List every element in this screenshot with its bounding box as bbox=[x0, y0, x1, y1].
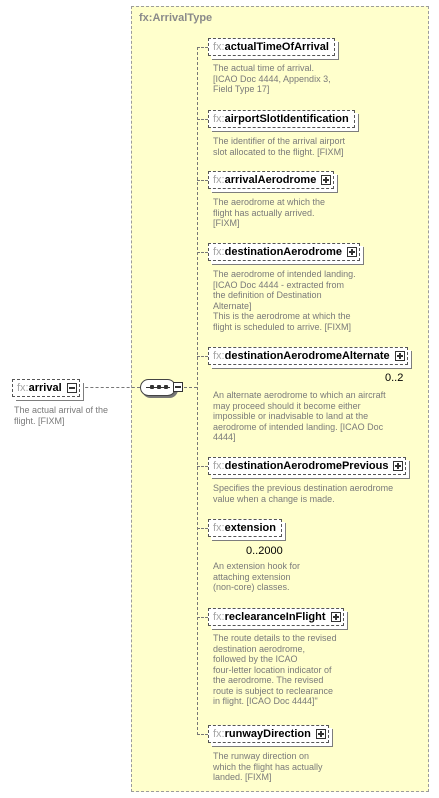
element-reclearance-in-flight[interactable]: fx:reclearanceInFlight bbox=[208, 608, 344, 626]
branch-line bbox=[197, 47, 208, 48]
element-name: arrival bbox=[28, 382, 62, 394]
occurrence-label: 0..2000 bbox=[246, 545, 283, 557]
element-prefix: fx: bbox=[17, 382, 29, 394]
branch-line bbox=[197, 119, 208, 120]
root-connector bbox=[80, 387, 140, 388]
element-documentation: The aerodrome of intended landing. [ICAO… bbox=[213, 269, 356, 332]
expand-icon[interactable] bbox=[321, 175, 332, 185]
element-airport-slot-identification[interactable]: fx:airportSlotIdentification bbox=[208, 110, 355, 128]
element-prefix: fx: bbox=[213, 113, 225, 125]
element-name: extension bbox=[224, 522, 276, 534]
element-documentation: The route details to the revised destina… bbox=[213, 633, 337, 706]
branch-line bbox=[197, 180, 208, 181]
element-prefix: fx: bbox=[213, 460, 225, 472]
occurrence-label: 0..2 bbox=[385, 372, 404, 384]
sequence-compositor-icon bbox=[140, 379, 176, 396]
element-documentation: An alternate aerodrome to which an aircr… bbox=[213, 390, 386, 442]
element-documentation: The runway direction on which the flight… bbox=[213, 751, 323, 782]
element-documentation: An extension hook for attaching extensio… bbox=[213, 561, 301, 592]
element-prefix: fx: bbox=[213, 350, 225, 362]
element-prefix: fx: bbox=[213, 174, 225, 186]
element-destination-aerodrome[interactable]: fx:destinationAerodrome bbox=[208, 243, 360, 261]
expand-icon[interactable] bbox=[330, 612, 341, 622]
element-prefix: fx: bbox=[213, 611, 225, 623]
element-prefix: fx: bbox=[213, 246, 225, 258]
element-documentation: The identifier of the arrival airport sl… bbox=[213, 136, 346, 157]
element-prefix: fx: bbox=[213, 41, 225, 53]
expand-icon[interactable] bbox=[393, 461, 404, 471]
sequence-connector bbox=[184, 387, 197, 388]
element-name: destinationAerodrome bbox=[224, 246, 342, 258]
collapse-icon[interactable] bbox=[66, 383, 77, 393]
element-documentation: The actual time of arrival. [ICAO Doc 44… bbox=[213, 63, 331, 94]
branch-line bbox=[197, 528, 208, 529]
sequence-spine bbox=[197, 47, 198, 735]
element-arrival-aerodrome[interactable]: fx:arrivalAerodrome bbox=[208, 171, 335, 189]
arrival-type-container: fx:ArrivalType bbox=[131, 6, 429, 792]
element-runway-direction[interactable]: fx:runwayDirection bbox=[208, 725, 329, 743]
root-element-arrival[interactable]: fx:arrival bbox=[12, 379, 80, 397]
expand-icon[interactable] bbox=[315, 729, 326, 739]
branch-line bbox=[197, 617, 208, 618]
branch-line bbox=[197, 466, 208, 467]
element-documentation: The aerodrome at which the flight has ac… bbox=[213, 197, 326, 228]
element-documentation: Specifies the previous destination aerod… bbox=[213, 483, 394, 504]
type-title: fx:ArrivalType bbox=[139, 12, 213, 24]
element-name: actualTimeOfArrival bbox=[224, 41, 329, 53]
branch-line bbox=[197, 734, 208, 735]
element-name: arrivalAerodrome bbox=[224, 174, 317, 186]
element-actual-time-of-arrival[interactable]: fx:actualTimeOfArrival bbox=[208, 38, 335, 56]
element-destination-aerodrome-previous[interactable]: fx:destinationAerodromePrevious bbox=[208, 457, 407, 475]
branch-line bbox=[197, 252, 208, 253]
element-prefix: fx: bbox=[213, 728, 225, 740]
element-prefix: fx: bbox=[213, 522, 225, 534]
collapse-icon[interactable] bbox=[173, 382, 183, 392]
element-name: destinationAerodromePrevious bbox=[224, 460, 389, 472]
element-name: destinationAerodromeAlternate bbox=[224, 350, 390, 362]
element-name: airportSlotIdentification bbox=[224, 113, 349, 125]
element-name: reclearanceInFlight bbox=[224, 611, 326, 623]
expand-icon[interactable] bbox=[346, 247, 357, 257]
element-documentation: The actual arrival of the flight. [FIXM] bbox=[14, 405, 109, 426]
element-destination-aerodrome-alternate[interactable]: fx:destinationAerodromeAlternate bbox=[208, 347, 412, 369]
element-extension[interactable]: fx:extension bbox=[208, 519, 286, 541]
element-name: runwayDirection bbox=[224, 728, 311, 740]
expand-icon[interactable] bbox=[394, 351, 405, 361]
branch-line bbox=[197, 356, 208, 357]
